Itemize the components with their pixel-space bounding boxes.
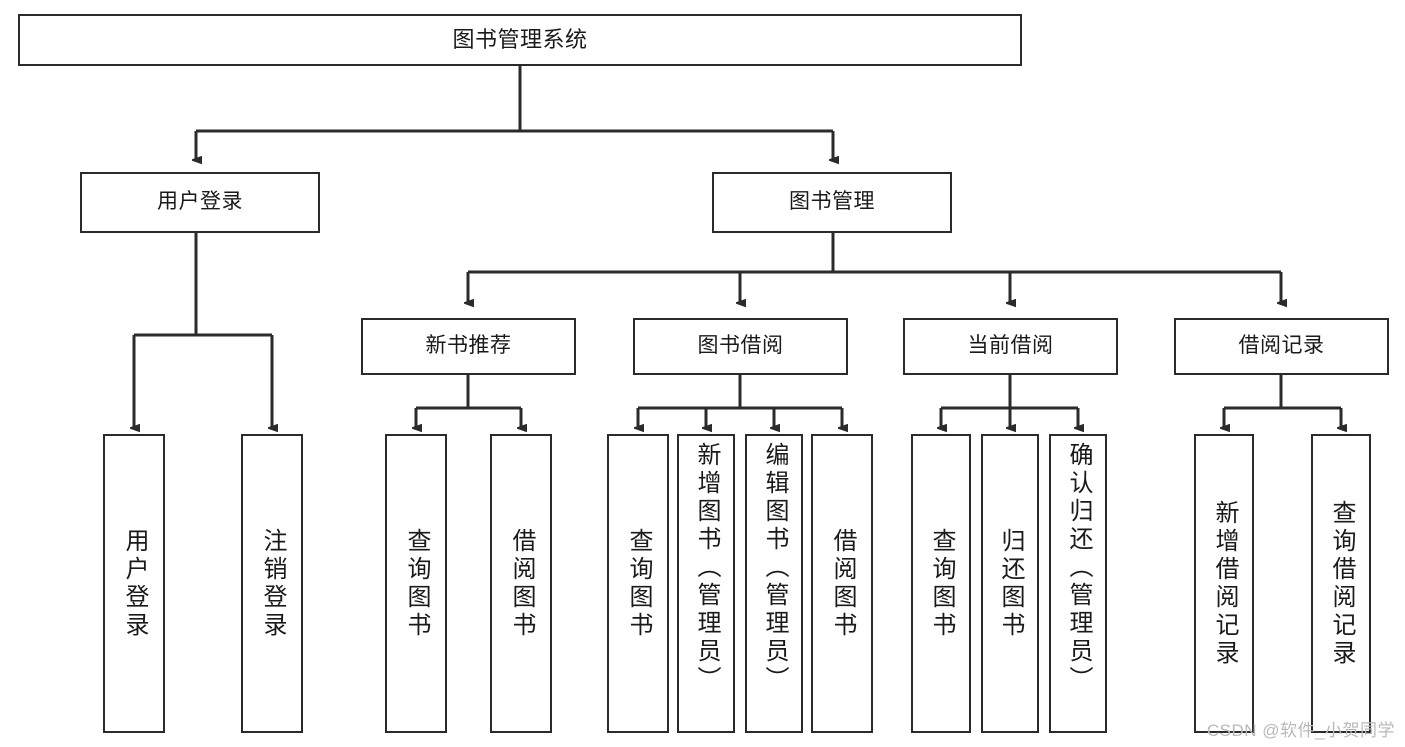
leaf-return-book[interactable]: 归还图书: [981, 434, 1039, 733]
leaf-query-book-3[interactable]: 查询图书: [911, 434, 971, 733]
node-label: 编辑图书（管理员）: [761, 442, 788, 694]
node-book-borrow[interactable]: 图书借阅: [633, 318, 848, 375]
node-new-book-recommend[interactable]: 新书推荐: [361, 318, 576, 375]
leaf-add-book[interactable]: 新增图书（管理员）: [677, 434, 735, 733]
node-current-borrow[interactable]: 当前借阅: [903, 318, 1118, 375]
leaf-logout-login[interactable]: 注销登录: [241, 434, 303, 733]
node-label: 查询图书: [625, 527, 652, 640]
node-label: 当前借阅: [967, 334, 1054, 358]
node-label: 归还图书: [997, 527, 1024, 640]
node-label: 查询图书: [928, 527, 955, 640]
leaf-query-record[interactable]: 查询借阅记录: [1311, 434, 1371, 733]
node-label: 用户登录: [121, 527, 148, 640]
node-root-system[interactable]: 图书管理系统: [18, 14, 1022, 66]
node-label: 确认归还（管理员）: [1065, 442, 1092, 694]
leaf-edit-book[interactable]: 编辑图书（管理员）: [745, 434, 803, 733]
node-label: 查询图书: [403, 527, 430, 640]
node-user-login[interactable]: 用户登录: [80, 172, 320, 233]
leaf-borrow-book-1[interactable]: 借阅图书: [490, 434, 552, 733]
node-label: 新书推荐: [425, 334, 512, 358]
node-label: 借阅图书: [508, 527, 535, 640]
leaf-query-book-1[interactable]: 查询图书: [385, 434, 447, 733]
node-label: 图书管理系统: [452, 27, 588, 53]
leaf-query-book-2[interactable]: 查询图书: [607, 434, 669, 733]
leaf-add-record[interactable]: 新增借阅记录: [1194, 434, 1254, 733]
node-borrow-record[interactable]: 借阅记录: [1174, 318, 1389, 375]
node-label: 借阅记录: [1238, 334, 1325, 358]
node-label: 图书管理: [789, 190, 875, 214]
csdn-watermark: CSDN @软件_小贺同学: [1206, 721, 1395, 740]
leaf-confirm-return[interactable]: 确认归还（管理员）: [1049, 434, 1107, 733]
node-label: 借阅图书: [829, 527, 856, 640]
node-label: 注销登录: [259, 527, 286, 640]
node-label: 用户登录: [157, 190, 243, 214]
leaf-borrow-book-2[interactable]: 借阅图书: [811, 434, 873, 733]
node-label: 新增图书（管理员）: [693, 442, 720, 694]
node-label: 图书借阅: [697, 334, 784, 358]
node-label: 新增借阅记录: [1211, 499, 1238, 668]
node-book-manage[interactable]: 图书管理: [712, 172, 952, 233]
leaf-user-login[interactable]: 用户登录: [103, 434, 165, 733]
node-label: 查询借阅记录: [1328, 499, 1355, 668]
